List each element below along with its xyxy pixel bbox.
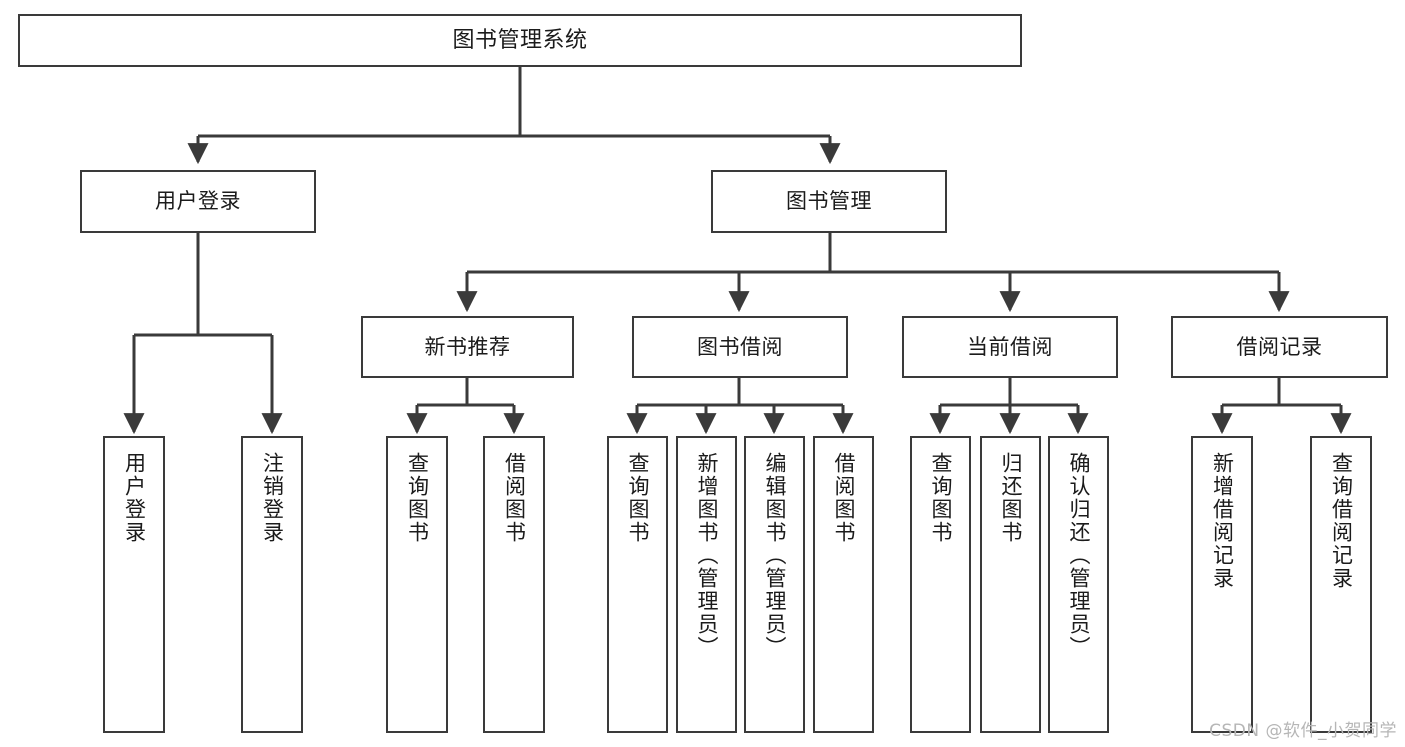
node-label: 图书管理 xyxy=(786,189,872,214)
node-book-borrow[interactable]: 图书借阅 xyxy=(632,316,848,378)
node-label: 借阅图书 xyxy=(832,452,856,544)
node-label: 借阅记录 xyxy=(1236,334,1323,359)
leaf-borrow-book-new[interactable]: 借阅图书 xyxy=(483,436,545,733)
node-label: 新书推荐 xyxy=(424,334,511,359)
node-current-borrow[interactable]: 当前借阅 xyxy=(902,316,1118,378)
node-label: 查询图书 xyxy=(626,452,650,544)
node-label: 查询图书 xyxy=(929,452,953,544)
leaf-add-borrow-record[interactable]: 新增借阅记录 xyxy=(1191,436,1253,733)
node-label: 当前借阅 xyxy=(967,334,1053,359)
leaf-user-login[interactable]: 用户登录 xyxy=(103,436,165,733)
leaf-query-book-borrow[interactable]: 查询图书 xyxy=(607,436,668,733)
node-label: 查询图书 xyxy=(405,452,430,544)
leaf-query-book-new[interactable]: 查询图书 xyxy=(386,436,448,733)
node-user-login[interactable]: 用户登录 xyxy=(80,170,316,233)
node-label: 注销登录 xyxy=(260,452,285,544)
leaf-return-book[interactable]: 归还图书 xyxy=(980,436,1041,733)
leaf-borrow-book[interactable]: 借阅图书 xyxy=(813,436,874,733)
node-book-management[interactable]: 图书管理 xyxy=(711,170,947,233)
node-label: 图书借阅 xyxy=(697,334,783,359)
leaf-logout[interactable]: 注销登录 xyxy=(241,436,303,733)
node-borrow-record[interactable]: 借阅记录 xyxy=(1171,316,1388,378)
node-label: 用户登录 xyxy=(122,452,147,544)
node-label: 图书管理系统 xyxy=(452,27,588,53)
leaf-edit-book-admin[interactable]: 编辑图书（管理员） xyxy=(744,436,805,733)
csdn-watermark: CSDN @软件_小贺同学 xyxy=(1209,721,1397,741)
leaf-add-book-admin[interactable]: 新增图书（管理员） xyxy=(676,436,737,733)
node-label: 用户登录 xyxy=(155,189,241,214)
node-book-management-system[interactable]: 图书管理系统 xyxy=(18,14,1022,67)
node-label: 编辑图书（管理员） xyxy=(763,452,787,659)
leaf-query-borrow-record[interactable]: 查询借阅记录 xyxy=(1310,436,1372,733)
leaf-confirm-return-admin[interactable]: 确认归还（管理员） xyxy=(1048,436,1109,733)
node-label: 借阅图书 xyxy=(502,452,527,544)
node-label: 新增借阅记录 xyxy=(1210,452,1235,590)
node-new-book-recommendation[interactable]: 新书推荐 xyxy=(361,316,574,378)
node-label: 归还图书 xyxy=(999,452,1023,544)
node-label: 查询借阅记录 xyxy=(1329,452,1354,590)
node-label: 确认归还（管理员） xyxy=(1067,452,1091,659)
node-label: 新增图书（管理员） xyxy=(695,452,719,659)
leaf-query-book-current[interactable]: 查询图书 xyxy=(910,436,971,733)
